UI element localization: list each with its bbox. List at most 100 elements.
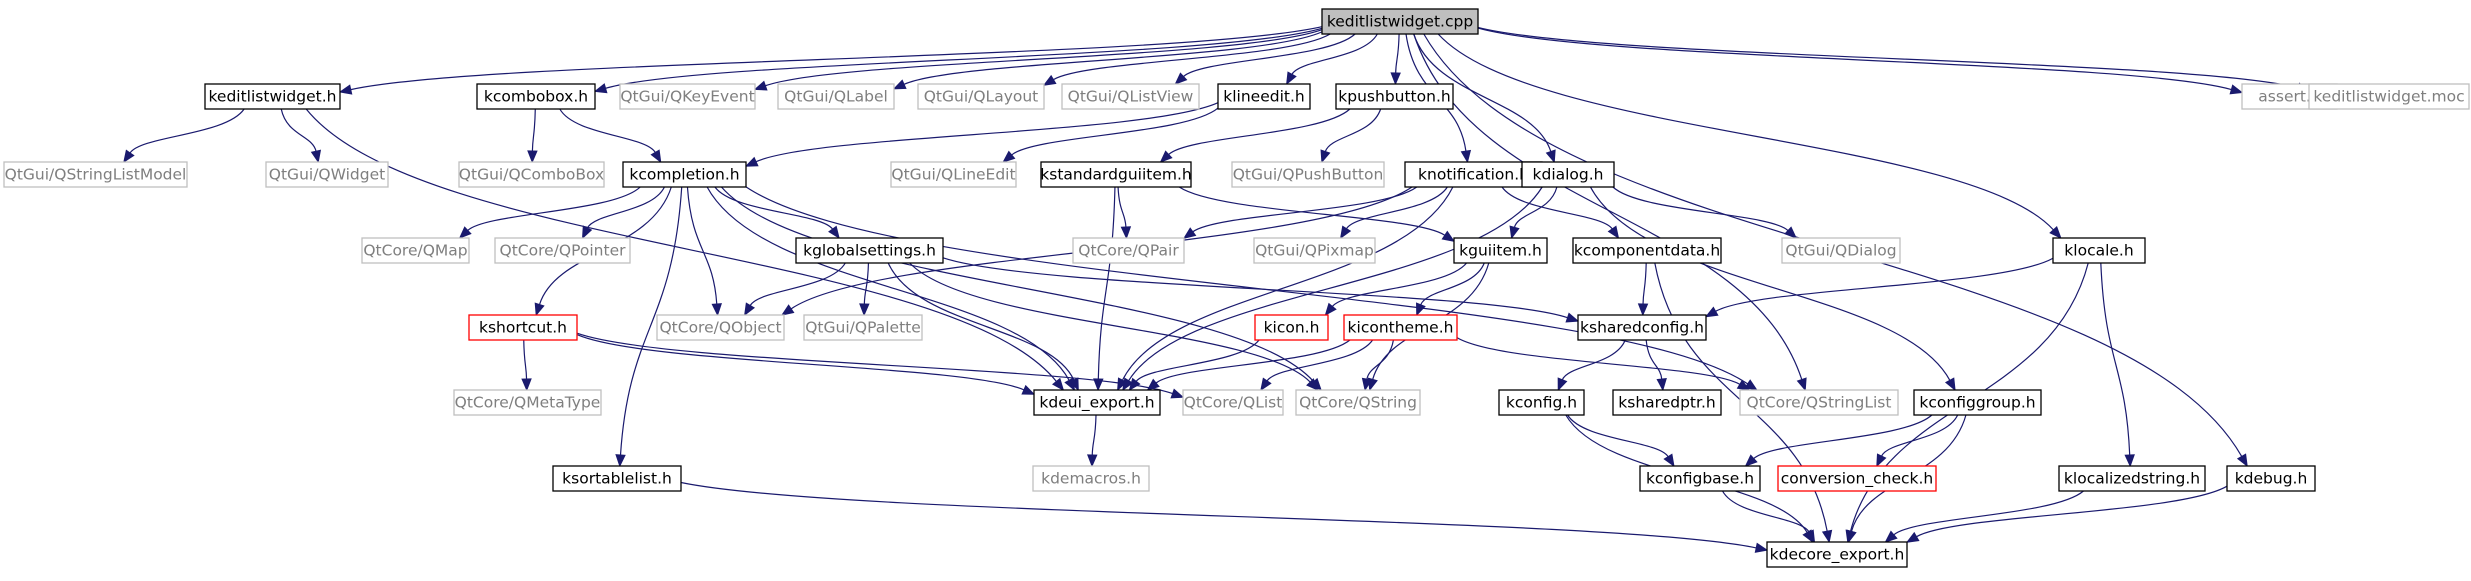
node-QStringListModel[interactable]: QtGui/QStringListModel (3, 161, 188, 188)
node-kdebug-h[interactable]: kdebug.h (2226, 465, 2316, 492)
node-kdemacros-h[interactable]: kdemacros.h (1032, 465, 1150, 492)
node-conversion-check-h[interactable]: conversion_check.h (1777, 465, 1937, 492)
node-box[interactable] (2226, 465, 2316, 492)
node-QLayout[interactable]: QtGui/QLayout (917, 83, 1045, 110)
node-box[interactable] (1321, 8, 1479, 35)
node-box[interactable] (1040, 161, 1192, 188)
node-box[interactable] (1217, 83, 1311, 110)
node-box[interactable] (1343, 314, 1458, 341)
node-box[interactable] (1739, 389, 1899, 416)
node-kglobalsettings-h[interactable]: kglobalsettings.h (795, 237, 944, 264)
node-box[interactable] (1766, 541, 1908, 568)
node-box[interactable] (1639, 465, 1761, 492)
node-kicon-h[interactable]: kicon.h (1254, 314, 1329, 341)
edge-line (1053, 33, 1331, 81)
node-box[interactable] (453, 389, 602, 416)
node-box[interactable] (803, 314, 923, 341)
node-knotification-h[interactable]: knotification.h (1404, 161, 1543, 188)
node-box[interactable] (2052, 237, 2146, 264)
node-kconfig-h[interactable]: kconfig.h (1498, 389, 1585, 416)
node-QObject[interactable]: QtCore/QObject (656, 314, 785, 341)
node-box[interactable] (494, 237, 631, 264)
node-box[interactable] (1231, 161, 1385, 188)
node-box[interactable] (1777, 465, 1937, 492)
node-kconfiggroup-h[interactable]: kconfiggroup.h (1913, 389, 2042, 416)
node-kpushbutton-h[interactable]: kpushbutton.h (1335, 83, 1454, 110)
node-kcomponentdata-h[interactable]: kcomponentdata.h (1572, 237, 1722, 264)
node-kconfigbase-h[interactable]: kconfigbase.h (1639, 465, 1761, 492)
node-QDialog[interactable]: QtGui/QDialog (1781, 237, 1901, 264)
node-kdecore-export-h[interactable]: kdecore_export.h (1766, 541, 1908, 568)
node-QKeyEvent[interactable]: QtGui/QKeyEvent (619, 83, 756, 110)
node-ksharedconfig-h[interactable]: ksharedconfig.h (1577, 314, 1707, 341)
node-box[interactable] (1498, 389, 1585, 416)
node-QList[interactable]: QtCore/QList (1182, 389, 1284, 416)
node-QPointer[interactable]: QtCore/QPointer (494, 237, 631, 264)
node-keditlistwidget-moc[interactable]: keditlistwidget.moc (2308, 83, 2470, 110)
node-keditlistwidget-h[interactable]: keditlistwidget.h (204, 83, 341, 110)
node-kcombobox-h[interactable]: kcombobox.h (476, 83, 596, 110)
node-QListView[interactable]: QtGui/QListView (1061, 83, 1200, 110)
node-box[interactable] (1521, 161, 1615, 188)
node-box[interactable] (1335, 83, 1454, 110)
node-root[interactable]: keditlistwidget.cpp (1321, 8, 1479, 35)
node-box[interactable] (619, 83, 756, 110)
node-kshortcut-h[interactable]: kshortcut.h (468, 314, 578, 341)
node-box[interactable] (204, 83, 341, 110)
node-box[interactable] (1404, 161, 1543, 188)
node-QLabel[interactable]: QtGui/QLabel (777, 83, 895, 110)
node-klineedit-h[interactable]: klineedit.h (1217, 83, 1311, 110)
node-box[interactable] (2308, 83, 2470, 110)
node-box[interactable] (1913, 389, 2042, 416)
node-box[interactable] (1061, 83, 1200, 110)
node-klocale-h[interactable]: klocale.h (2052, 237, 2146, 264)
node-box[interactable] (3, 161, 188, 188)
node-box[interactable] (361, 237, 470, 264)
node-kguiitem-h[interactable]: kguiitem.h (1453, 237, 1548, 264)
node-box[interactable] (622, 161, 747, 188)
node-ksortablelist-h[interactable]: ksortablelist.h (552, 465, 682, 492)
node-klocalizedstring-h[interactable]: klocalizedstring.h (2058, 465, 2206, 492)
node-box[interactable] (1254, 314, 1329, 341)
edge-keditlistwidget_h-to-QStringListModel (123, 108, 245, 164)
node-QLineEdit[interactable]: QtGui/QLineEdit (890, 161, 1017, 188)
node-box[interactable] (265, 161, 389, 188)
node-box[interactable] (777, 83, 895, 110)
node-box[interactable] (656, 314, 785, 341)
node-box[interactable] (458, 161, 605, 188)
node-QMetaType[interactable]: QtCore/QMetaType (453, 389, 602, 416)
node-box[interactable] (1612, 389, 1722, 416)
node-box[interactable] (2058, 465, 2206, 492)
node-box[interactable] (1572, 237, 1722, 264)
node-box[interactable] (1033, 389, 1161, 416)
node-QPixmap[interactable]: QtGui/QPixmap (1253, 237, 1376, 264)
node-kdialog-h[interactable]: kdialog.h (1521, 161, 1615, 188)
node-QPalette[interactable]: QtGui/QPalette (803, 314, 923, 341)
node-QPair[interactable]: QtCore/QPair (1072, 237, 1185, 264)
node-box[interactable] (795, 237, 944, 264)
node-box[interactable] (552, 465, 682, 492)
node-box[interactable] (1253, 237, 1376, 264)
node-box[interactable] (917, 83, 1045, 110)
node-kdeui-export-h[interactable]: kdeui_export.h (1033, 389, 1161, 416)
node-box[interactable] (1072, 237, 1185, 264)
node-kcompletion-h[interactable]: kcompletion.h (622, 161, 747, 188)
node-box[interactable] (890, 161, 1017, 188)
node-QPushButton[interactable]: QtGui/QPushButton (1231, 161, 1385, 188)
node-box[interactable] (1781, 237, 1901, 264)
node-kicontheme-h[interactable]: kicontheme.h (1343, 314, 1458, 341)
node-ksharedptr-h[interactable]: ksharedptr.h (1612, 389, 1722, 416)
node-box[interactable] (1182, 389, 1284, 416)
node-box[interactable] (1032, 465, 1150, 492)
node-box[interactable] (468, 314, 578, 341)
node-QComboBox[interactable]: QtGui/QComboBox (458, 161, 605, 188)
node-QString[interactable]: QtCore/QString (1295, 389, 1421, 416)
node-kstandardguiitem-h[interactable]: kstandardguiitem.h (1040, 161, 1192, 188)
node-box[interactable] (1295, 389, 1421, 416)
node-QStringList[interactable]: QtCore/QStringList (1739, 389, 1899, 416)
node-box[interactable] (476, 83, 596, 110)
node-box[interactable] (1577, 314, 1707, 341)
node-QMap[interactable]: QtCore/QMap (361, 237, 470, 264)
node-QWidget[interactable]: QtGui/QWidget (265, 161, 389, 188)
node-box[interactable] (1453, 237, 1548, 264)
